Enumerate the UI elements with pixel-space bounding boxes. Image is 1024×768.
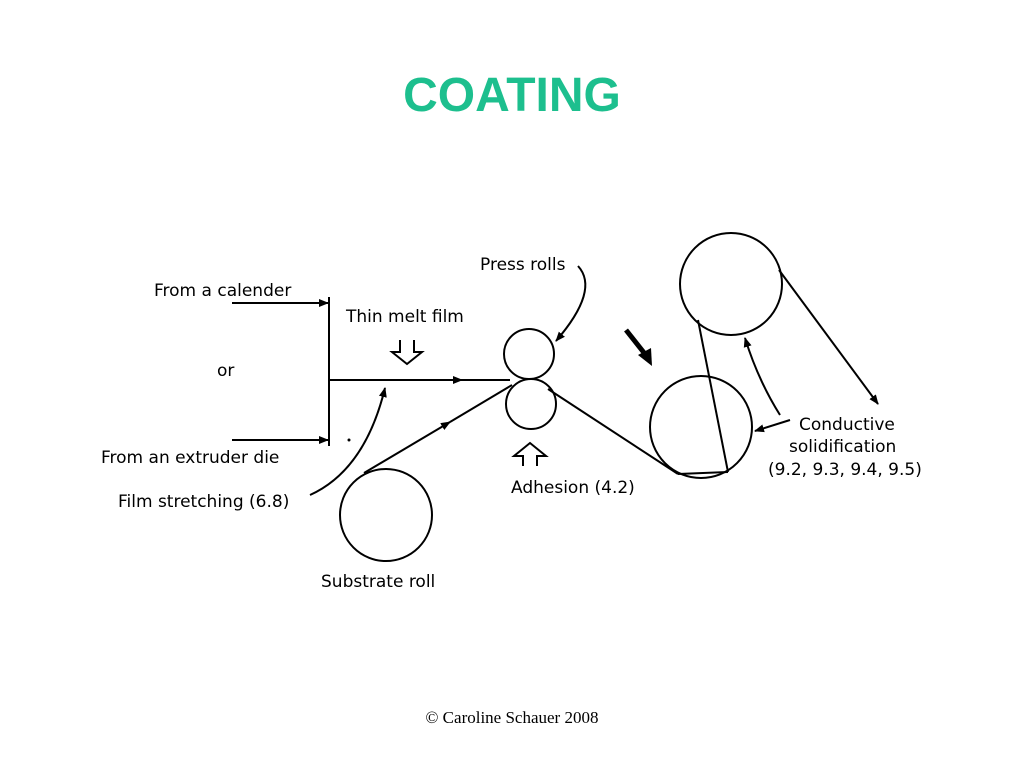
film-stretching-leader (309, 387, 387, 496)
label-adhesion: Adhesion (4.2) (511, 478, 635, 498)
label-thin-melt-film: Thin melt film (345, 307, 464, 327)
label-film-stretching: Film stretching (6.8) (118, 492, 289, 512)
conductive-leader-upper (743, 337, 781, 416)
stray-dot (347, 438, 351, 442)
lower-press-roll (505, 378, 557, 430)
copyright-footer: © Caroline Schauer 2008 (425, 708, 599, 727)
upper-chill-roll (679, 232, 783, 336)
label-from-extruder: From an extruder die (101, 448, 279, 468)
press-rolls-leader (555, 265, 587, 342)
label-press-rolls: Press rolls (480, 255, 566, 275)
bold-arrow-icon (624, 328, 652, 366)
label-solidification: solidification (789, 437, 896, 457)
slide-title: COATING (403, 69, 621, 122)
substrate-roll (339, 468, 433, 562)
label-section-refs: (9.2, 9.3, 9.4, 9.5) (768, 460, 922, 480)
conductive-leader-lower (754, 419, 791, 433)
coated-web-path (547, 269, 879, 475)
label-from-calender: From a calender (154, 281, 291, 301)
melt-film-hollow-arrow-icon (389, 340, 425, 366)
input-feed-lines (232, 297, 510, 446)
lower-chill-roll (649, 375, 753, 479)
adhesion-hollow-arrow-icon (511, 441, 549, 466)
label-or: or (217, 361, 234, 381)
upper-press-roll (503, 328, 555, 380)
label-conductive: Conductive (799, 415, 895, 435)
substrate-web-line (363, 421, 451, 474)
label-substrate-roll: Substrate roll (321, 572, 435, 592)
substrate-web-to-nip (449, 384, 513, 423)
